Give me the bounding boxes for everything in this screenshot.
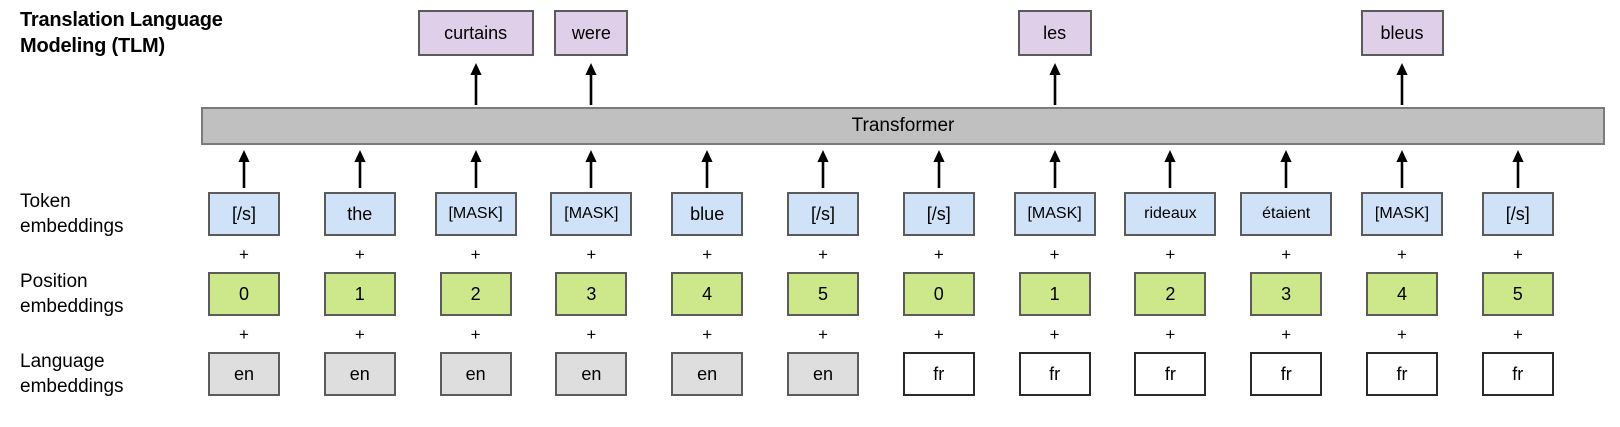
input-arrow-icon <box>815 150 831 188</box>
token-embedding-box: étaient <box>1240 192 1333 236</box>
language-embedding-box: en <box>208 352 280 396</box>
position-embedding-box: 2 <box>1134 272 1207 316</box>
language-embedding-box: fr <box>1250 352 1323 396</box>
plus-sign-position-language: + <box>1512 325 1523 344</box>
input-arrow-icon <box>1394 150 1410 188</box>
page-title: Translation Language Modeling (TLM) <box>20 9 223 57</box>
position-embedding-box: 2 <box>439 272 512 316</box>
token-embedding-box: [MASK] <box>1361 192 1443 236</box>
input-arrow-icon <box>468 150 484 188</box>
plus-sign-token-position: + <box>354 245 365 264</box>
token-embedding-box: [MASK] <box>550 192 633 236</box>
output-token-box: les <box>1017 10 1092 56</box>
token-embedding-box: rideaux <box>1124 192 1217 236</box>
row-label-language-embeddings: Language embeddings <box>20 351 124 398</box>
plus-sign-position-language: + <box>1397 325 1407 344</box>
plus-sign-position-language: + <box>470 325 481 344</box>
token-embedding-box: blue <box>671 192 744 236</box>
plus-sign-position-language: + <box>239 325 249 344</box>
input-arrow-icon <box>236 150 252 188</box>
plus-sign-position-language: + <box>1049 325 1060 344</box>
plus-sign-token-position: + <box>702 245 713 264</box>
plus-sign-token-position: + <box>1512 245 1523 264</box>
token-embedding-box: [/s] <box>208 192 280 236</box>
input-arrow-icon <box>583 150 599 188</box>
language-embedding-box: fr <box>1134 352 1207 396</box>
plus-sign-position-language: + <box>818 325 828 344</box>
plus-sign-token-position: + <box>239 245 249 264</box>
plus-sign-token-position: + <box>586 245 597 264</box>
input-arrow-icon <box>352 150 368 188</box>
plus-sign-token-position: + <box>470 245 481 264</box>
plus-sign-token-position: + <box>1049 245 1060 264</box>
plus-sign-position-language: + <box>702 325 713 344</box>
language-embedding-box: en <box>671 352 744 396</box>
token-embedding-box: the <box>323 192 396 236</box>
input-arrow-icon <box>931 150 947 188</box>
plus-sign-token-position: + <box>1165 245 1176 264</box>
language-embedding-box: fr <box>1366 352 1438 396</box>
position-embedding-box: 0 <box>208 272 280 316</box>
language-embedding-box: en <box>323 352 396 396</box>
language-embedding-box: en <box>439 352 512 396</box>
token-embedding-box: [/s] <box>902 192 975 236</box>
plus-sign-token-position: + <box>933 245 944 264</box>
position-embedding-box: 5 <box>787 272 859 316</box>
output-arrow-icon <box>1394 63 1410 105</box>
input-arrow-icon <box>1510 150 1526 188</box>
row-label-position-embeddings: Position embeddings <box>20 271 124 318</box>
output-arrow-icon <box>583 63 599 105</box>
language-embedding-box: fr <box>1018 352 1091 396</box>
plus-sign-position-language: + <box>1165 325 1176 344</box>
output-arrow-icon <box>468 63 484 105</box>
plus-sign-position-language: + <box>933 325 944 344</box>
input-arrow-icon <box>1162 150 1178 188</box>
token-embedding-box: [MASK] <box>1013 192 1096 236</box>
input-arrow-icon <box>699 150 715 188</box>
position-embedding-box: 1 <box>323 272 396 316</box>
position-embedding-box: 5 <box>1481 272 1554 316</box>
position-embedding-box: 1 <box>1018 272 1091 316</box>
language-embedding-box: fr <box>1481 352 1554 396</box>
output-token-box: curtains <box>417 10 534 56</box>
output-token-box: were <box>554 10 629 56</box>
plus-sign-position-language: + <box>354 325 365 344</box>
language-embedding-box: en <box>555 352 628 396</box>
token-embedding-box: [MASK] <box>434 192 517 236</box>
plus-sign-token-position: + <box>1397 245 1407 264</box>
row-label-token-embeddings: Token embeddings <box>20 191 124 238</box>
language-embedding-box: en <box>787 352 859 396</box>
transformer-label: Transformer <box>851 115 955 136</box>
plus-sign-position-language: + <box>586 325 597 344</box>
input-arrow-icon <box>1047 150 1063 188</box>
transformer-block: Transformer <box>201 107 1605 145</box>
language-embedding-box: fr <box>902 352 975 396</box>
token-embedding-box: [/s] <box>1481 192 1554 236</box>
position-embedding-box: 4 <box>671 272 744 316</box>
output-token-box: bleus <box>1360 10 1444 56</box>
position-embedding-box: 4 <box>1366 272 1438 316</box>
position-embedding-box: 3 <box>555 272 628 316</box>
position-embedding-box: 0 <box>902 272 975 316</box>
plus-sign-position-language: + <box>1281 325 1292 344</box>
plus-sign-token-position: + <box>818 245 828 264</box>
plus-sign-token-position: + <box>1281 245 1292 264</box>
position-embedding-box: 3 <box>1250 272 1323 316</box>
output-arrow-icon <box>1047 63 1063 105</box>
token-embedding-box: [/s] <box>787 192 859 236</box>
input-arrow-icon <box>1278 150 1294 188</box>
